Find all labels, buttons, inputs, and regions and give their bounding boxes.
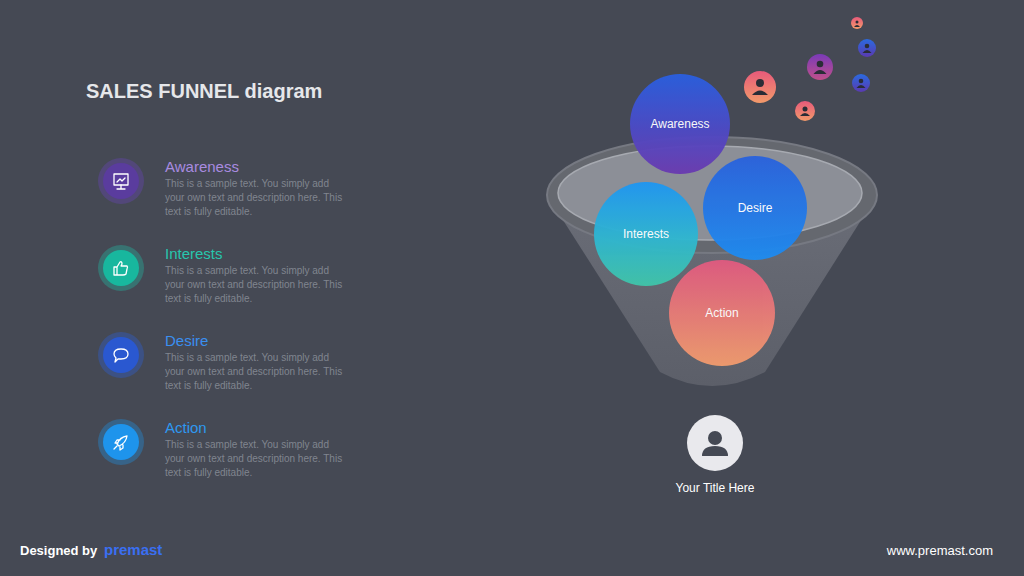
- person-glyphs: [752, 21, 872, 117]
- item-icon-circle: [98, 419, 144, 465]
- stage-list-item: DesireThis is a sample text. You simply …: [98, 332, 358, 394]
- person-dot: [795, 101, 815, 121]
- person-dot: [807, 54, 833, 80]
- stage-circle: Action: [669, 260, 775, 366]
- stage-heading: Awareness: [165, 158, 239, 175]
- stage-label: Desire: [732, 201, 779, 215]
- person-dot: [851, 17, 863, 29]
- thumb-icon: [114, 262, 128, 275]
- chat-icon: [114, 349, 128, 362]
- stage-circle: Desire: [703, 156, 807, 260]
- funnel: [547, 137, 877, 386]
- stage-circle: Interests: [594, 182, 698, 286]
- website-url: www.premast.com: [887, 543, 993, 558]
- floating-people: [744, 17, 876, 121]
- stage-description: This is a sample text. You simply add yo…: [165, 264, 351, 306]
- stage-list-item: ActionThis is a sample text. You simply …: [98, 419, 358, 481]
- person-dot: [744, 71, 776, 103]
- credit-text: Designed by: [20, 543, 97, 558]
- stage-label: Awareness: [644, 117, 715, 131]
- item-icon-circle: [98, 158, 144, 204]
- diagram-title: SALES FUNNEL diagram: [86, 80, 322, 103]
- item-icon-circle: [98, 245, 144, 291]
- person-node: Your Title Here: [655, 415, 775, 501]
- person-dot: [852, 74, 870, 92]
- stage-description: This is a sample text. You simply add yo…: [165, 351, 351, 393]
- person-avatar: [655, 415, 775, 473]
- person-dot: [858, 39, 876, 57]
- stage-list-item: AwarenessThis is a sample text. You simp…: [98, 158, 358, 220]
- stage-label: Action: [699, 306, 744, 320]
- stage-heading: Desire: [165, 332, 208, 349]
- rocket-icon: [114, 436, 127, 450]
- stage-heading: Action: [165, 419, 207, 436]
- stage-list-item: InterestsThis is a sample text. You simp…: [98, 245, 358, 307]
- stage-description: This is a sample text. You simply add yo…: [165, 177, 351, 219]
- person-title: Your Title Here: [655, 481, 775, 495]
- brand-name: premast: [104, 541, 162, 558]
- monitor-icon: [114, 174, 128, 189]
- stage-description: This is a sample text. You simply add yo…: [165, 438, 351, 480]
- stage-circle: Awareness: [630, 74, 730, 174]
- stage-label: Interests: [617, 227, 675, 241]
- stage-heading: Interests: [165, 245, 223, 262]
- item-icon-circle: [98, 332, 144, 378]
